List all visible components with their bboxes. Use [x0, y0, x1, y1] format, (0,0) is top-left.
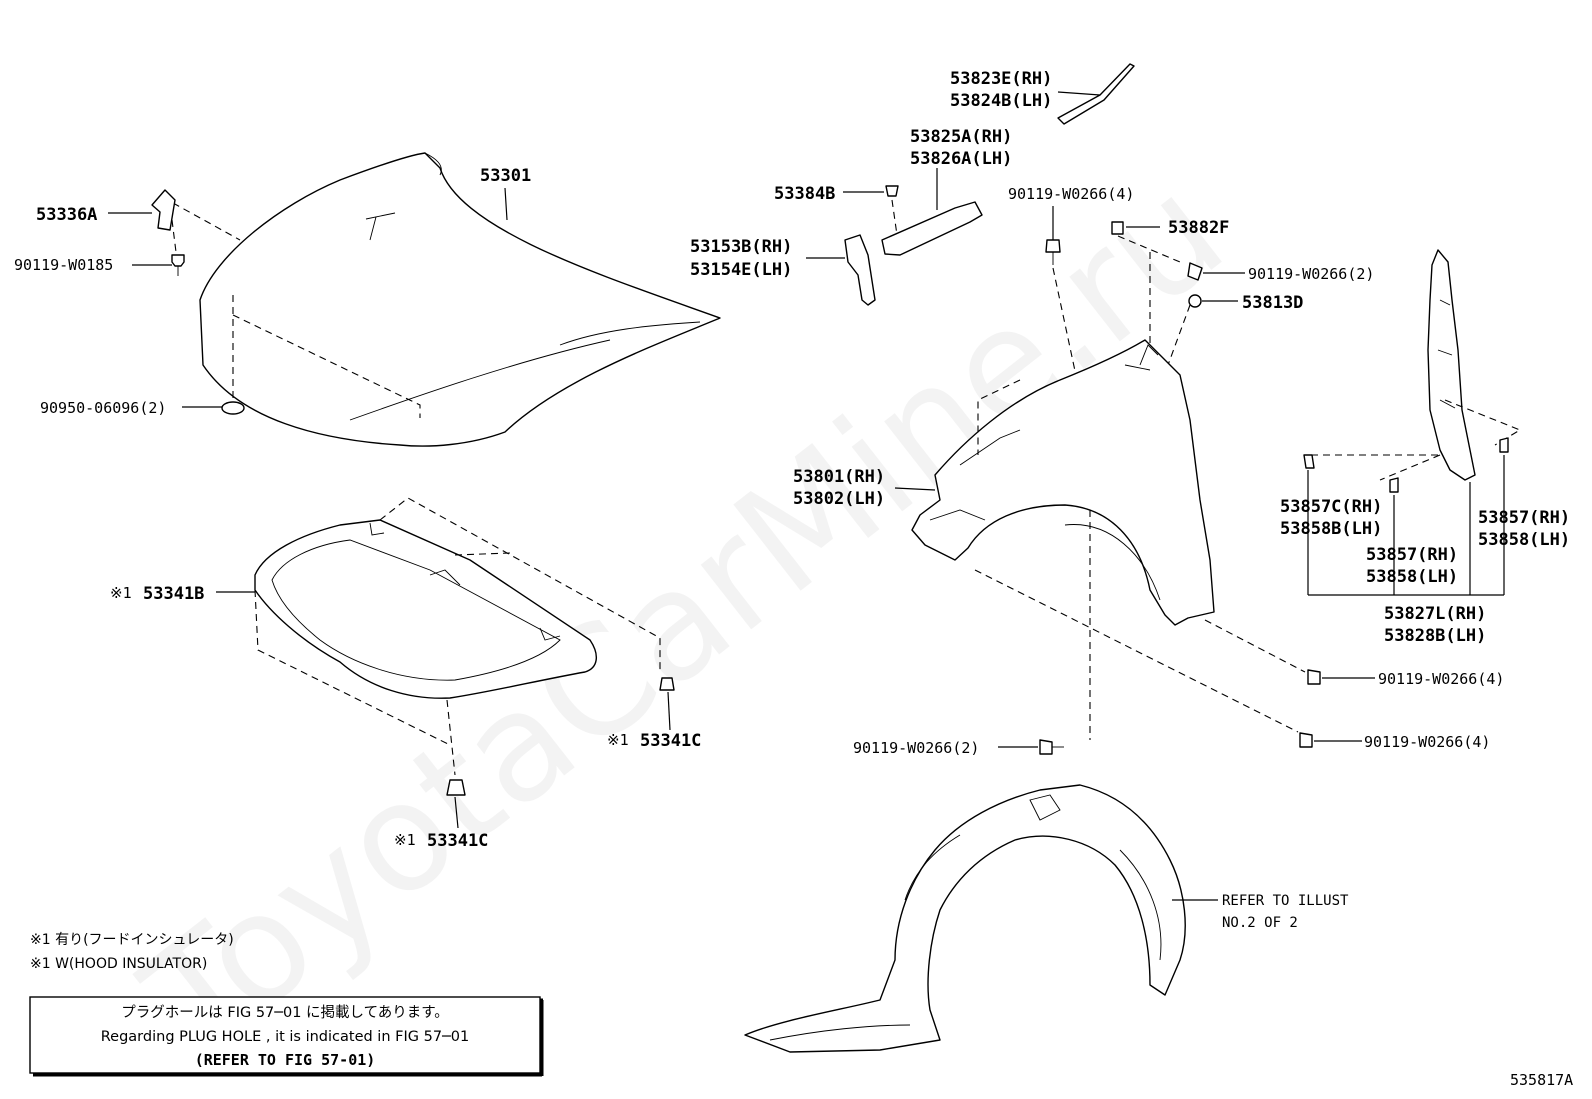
label-pad-lh-right: 53858(LH) [1478, 530, 1570, 550]
label-clip-53813d: 53813D [1242, 293, 1303, 313]
label-pad-rh-right: 53857(RH) [1478, 508, 1570, 528]
label-bolt-top: 90119-W0266(4) [1008, 185, 1134, 203]
insulator-clip-lower[interactable] [446, 779, 466, 796]
label-insulator-clip-1-mark: ※1 [607, 731, 629, 749]
label-fender-rh: 53801(RH) [793, 467, 885, 487]
fender-group: 53801(RH) 53802(LH) 90119-W0266(4) 90119… [793, 339, 1504, 757]
front-fender[interactable] [911, 339, 1215, 626]
hood-panel[interactable] [199, 152, 721, 447]
label-insulator-clip-2: 53341C [427, 831, 488, 851]
bolt-right-2[interactable] [1187, 262, 1203, 281]
fender-stay[interactable] [844, 234, 876, 306]
label-bracket-rh: 53825A(RH) [910, 127, 1012, 147]
label-insulator-clip-2-mark: ※1 [394, 831, 416, 849]
bolt-low-4b[interactable] [1299, 732, 1313, 748]
label-bracket-lh: 53826A(LH) [910, 149, 1012, 169]
refer-box-line-2: Regarding PLUG HOLE , it is indicated in… [101, 1029, 469, 1045]
label-stay-rh: 53153B(RH) [690, 237, 792, 257]
label-pad-lh-mid: 53858(LH) [1366, 567, 1458, 587]
label-insulator-clip-1: 53341C [640, 731, 701, 751]
hood-hinge[interactable] [151, 189, 176, 231]
label-liner-ref-1: REFER TO ILLUST [1222, 893, 1349, 909]
label-clip-53882f: 53882F [1168, 218, 1229, 238]
fender-seal-panel[interactable] [1427, 249, 1476, 481]
label-bolt-low-4b: 90119-W0266(4) [1364, 733, 1490, 751]
clip-53882f[interactable] [1111, 221, 1124, 235]
bolt-low-4a[interactable] [1307, 669, 1321, 685]
label-pad-b-lh: 53858B(LH) [1280, 519, 1382, 539]
label-liner-ref-2: NO.2 OF 2 [1222, 915, 1298, 931]
figure-id: 535817A [1510, 1071, 1573, 1089]
pad-right[interactable] [1499, 437, 1509, 453]
label-hood: 53301 [480, 166, 531, 186]
label-bolt-right-2: 90119-W0266(2) [1248, 265, 1374, 283]
label-seal-lh: 53824B(LH) [950, 91, 1052, 111]
label-clip-53384b: 53384B [774, 184, 835, 204]
fender-bracket[interactable] [881, 201, 983, 256]
label-pad-c-rh: 53857C(RH) [1280, 497, 1382, 517]
refer-box: プラグホールは FIG 57─01 に掲載してあります。 Regarding P… [29, 996, 544, 1077]
hood-bolt[interactable] [171, 254, 185, 267]
fender-top-parts: 53823E(RH) 53824B(LH) 53825A(RH) 53826A(… [690, 63, 1374, 386]
label-insulator: 53341B [143, 584, 204, 604]
hood-group: 53301 53336A 90119-W0185 90950-06096(2) [14, 152, 721, 447]
label-seal-panel-lh: 53828B(LH) [1384, 626, 1486, 646]
pad-left[interactable] [1303, 454, 1315, 469]
label-bolt-low-4a: 90119-W0266(4) [1378, 670, 1504, 688]
fender-liner-group: REFER TO ILLUST NO.2 OF 2 [744, 784, 1349, 1053]
refer-box-line-3: (REFER TO FIG 57-01) [195, 1051, 376, 1069]
clip-53813d[interactable] [1188, 294, 1202, 308]
seal-panel-group: 53857C(RH) 53858B(LH) 53857(RH) 53858(LH… [1280, 249, 1570, 646]
insulator-group: ※1 53341B ※1 53341C ※1 53341C [110, 497, 701, 851]
label-hood-bolt: 90119-W0185 [14, 256, 113, 274]
refer-box-line-1: プラグホールは FIG 57─01 に掲載してあります。 [121, 1004, 449, 1021]
hood-insulator[interactable] [254, 519, 597, 699]
label-insulator-mark: ※1 [110, 584, 132, 602]
label-seal-rh: 53823E(RH) [950, 69, 1052, 89]
hood-cushion[interactable] [221, 401, 245, 415]
pad-mid[interactable] [1389, 477, 1399, 493]
label-hood-hinge: 53336A [36, 205, 97, 225]
label-pad-rh-mid: 53857(RH) [1366, 545, 1458, 565]
bolt-low-2[interactable] [1039, 739, 1053, 755]
insulator-clip-right[interactable] [659, 677, 675, 691]
label-bolt-low-2: 90119-W0266(2) [853, 739, 979, 757]
label-seal-panel-rh: 53827L(RH) [1384, 604, 1486, 624]
label-hood-cushion: 90950-06096(2) [40, 399, 166, 417]
fender-seal-strip[interactable] [1057, 63, 1135, 125]
note-line-1: ※1 有り(フードインシュレータ) [30, 932, 234, 948]
clip-53384b[interactable] [885, 185, 899, 197]
label-fender-lh: 53802(LH) [793, 489, 885, 509]
label-stay-lh: 53154E(LH) [690, 260, 792, 280]
fender-liner[interactable] [744, 784, 1186, 1053]
bolt-top[interactable] [1045, 239, 1061, 253]
note-line-2: ※1 W(HOOD INSULATOR) [30, 956, 207, 972]
